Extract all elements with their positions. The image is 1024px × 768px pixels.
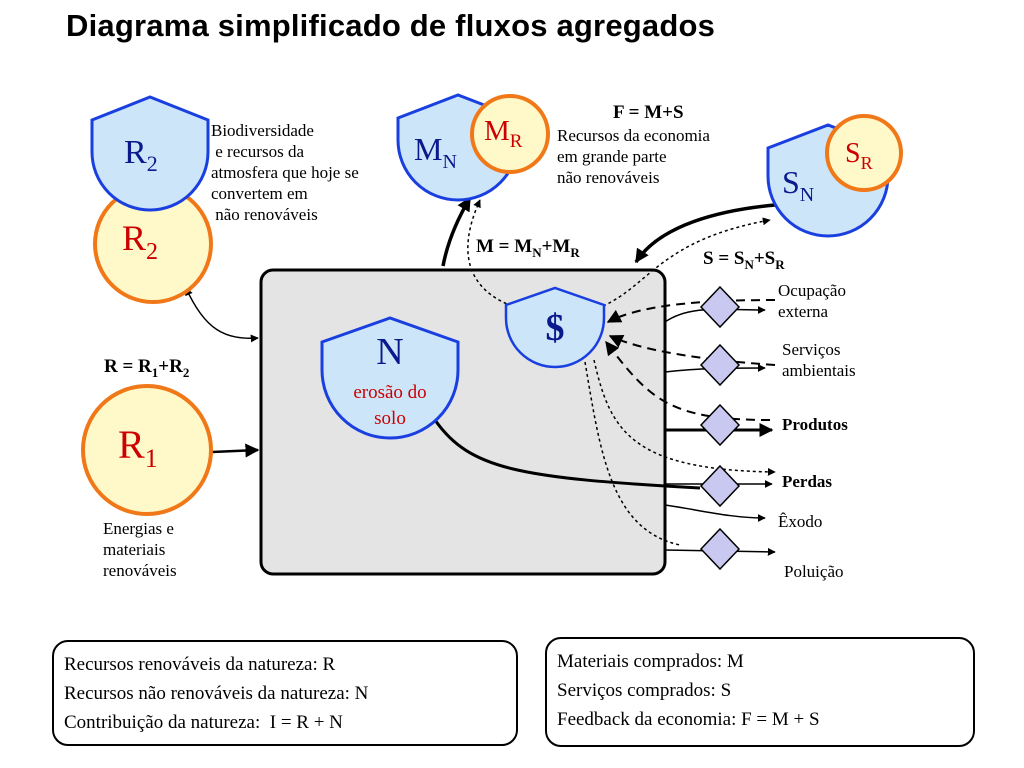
output-servicos-label: Serviços ambientais — [782, 340, 856, 380]
mn-source-label: MN — [414, 131, 457, 173]
output-perdas-label: Perdas — [782, 472, 833, 491]
legend-natural-resources: Recursos renováveis da natureza: R Recur… — [52, 640, 518, 746]
s-equation: S = SN+SR — [703, 248, 785, 272]
mn-exchange-arrow — [441, 196, 472, 267]
r2-circle-label: R2 — [122, 218, 158, 265]
sn-source-label: SN — [782, 164, 814, 206]
perdas-diamond — [699, 464, 741, 508]
sn-input-arrow — [634, 203, 776, 264]
ocupacao-diamond — [699, 285, 741, 329]
mr-circle-shape — [470, 94, 550, 174]
mr-circle-label: MR — [484, 115, 523, 152]
money-to-perdas-dotted — [593, 359, 776, 476]
r2-source-label: R2 — [124, 134, 158, 176]
legend-economy-inputs: Materiais comprados: M Serviços comprado… — [545, 637, 975, 747]
r2-exchange-arrow — [185, 287, 259, 343]
money-shape — [504, 286, 606, 369]
output-poluicao-label: Poluição — [784, 562, 844, 581]
page-title: Diagrama simplificado de fluxos agregado… — [66, 8, 716, 43]
legend-right-line: Feedback da economia: F = M + S — [557, 709, 820, 730]
r1-circle-label: R1 — [118, 422, 158, 473]
biodiversity-label: Biodiversidade e recursos da atmosfera q… — [211, 121, 359, 224]
economy-resources-label: Recursos da economia em grande parte não… — [557, 126, 710, 187]
output-produtos-label: Produtos — [782, 415, 848, 434]
output-exodo-label: Êxodo — [778, 512, 823, 531]
legend-left-line: Contribuição da natureza: I = R + N — [64, 712, 343, 733]
r1-circle-shape — [81, 384, 213, 516]
exodo-flow — [664, 504, 766, 522]
r-equation: R = R1+R2 — [104, 356, 189, 380]
servicos-payment-dashed — [608, 334, 776, 366]
n-source-line2: solo — [374, 408, 406, 429]
sr-circle-shape — [825, 114, 903, 192]
output-ocupacao-label: Ocupação externa — [778, 281, 846, 321]
sr-circle-label: SR — [845, 138, 873, 173]
poluicao-diamond — [699, 527, 741, 571]
n-source-line1: erosão do — [353, 382, 426, 403]
legend-right-line: Serviços comprados: S — [557, 680, 732, 701]
m-equation: M = MN+MR — [476, 236, 580, 260]
ocupacao-payment-dashed — [606, 299, 776, 323]
produtos-diamond — [699, 403, 741, 447]
renewable-energy-label: Energias e materiais renováveis — [103, 519, 177, 580]
servicos-diamond — [699, 343, 741, 387]
f-equation: F = M+S — [613, 102, 684, 123]
legend-left-line: Recursos não renováveis da natureza: N — [64, 683, 369, 704]
n-source-shape — [320, 316, 460, 440]
legend-left-line: Recursos renováveis da natureza: R — [64, 654, 336, 675]
money-to-sn-dotted — [602, 217, 771, 307]
money-to-mn-dotted — [467, 199, 513, 307]
n-source-label: N — [376, 331, 403, 373]
r1-input-arrow — [211, 443, 260, 458]
erosion-flow — [433, 419, 701, 490]
legend-right-line: Materiais comprados: M — [557, 651, 744, 672]
money-label: $ — [546, 307, 565, 349]
r2-source-shape — [90, 95, 210, 212]
produtos-payment-dashed — [605, 340, 771, 421]
